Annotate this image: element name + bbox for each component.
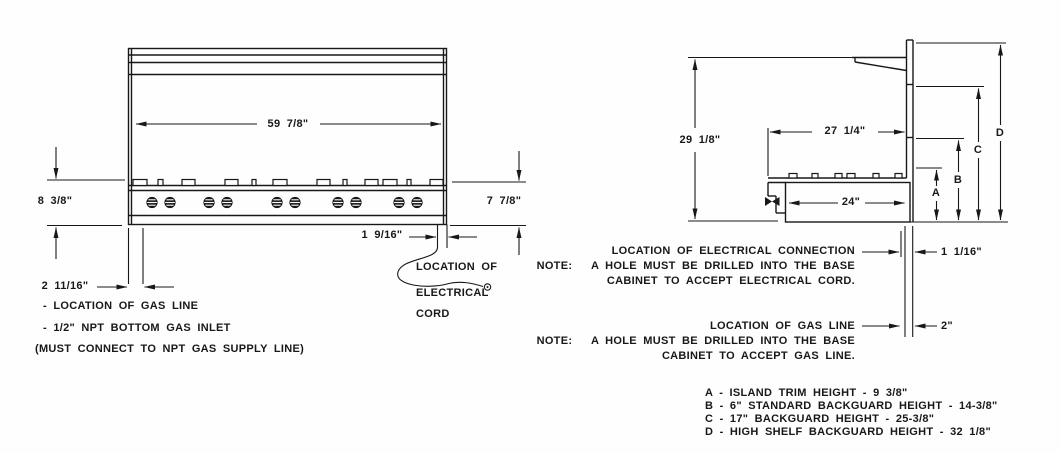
legend-line-b: B - 6" STANDARD BACKGUARD HEIGHT - 14-3/… bbox=[705, 400, 998, 412]
elec-note-line-1: LOCATION OF ELECTRICAL CONNECTION bbox=[611, 245, 855, 257]
cord-label-line-2: ELECTRICAL bbox=[416, 287, 489, 299]
legend-line-a: A - ISLAND TRIM HEIGHT - 9 3/8" bbox=[705, 387, 908, 399]
dim-front-width: 59 7/8" bbox=[267, 118, 309, 130]
utility-line-marks bbox=[862, 226, 937, 337]
dim-right-height-lines bbox=[450, 151, 526, 255]
dim-left-height-lines bbox=[47, 147, 125, 259]
elec-note-line-3: CABINET TO ACCEPT ELECTRICAL CORD. bbox=[606, 275, 855, 287]
burner-knob bbox=[163, 196, 177, 209]
side-view bbox=[688, 39, 1008, 337]
dim-overall-height-lines bbox=[688, 56, 852, 222]
dim-gas-offset: 2 11/16" bbox=[41, 280, 89, 292]
dim-back-width: 27 1/4" bbox=[824, 125, 866, 137]
electrical-cord bbox=[397, 224, 492, 291]
ref-label-a: A bbox=[931, 187, 941, 199]
gas-note-line-2: - 1/2" NPT BOTTOM GAS INLET bbox=[43, 322, 231, 334]
burner-knob bbox=[331, 196, 345, 209]
cord-plug-icon bbox=[483, 283, 492, 291]
gas-note-line-3: (MUST CONNECT TO NPT GAS SUPPLY LINE) bbox=[35, 343, 305, 355]
burner-knob bbox=[270, 196, 284, 209]
dim-right-height: 7 7/8" bbox=[486, 195, 522, 207]
high-shelf bbox=[852, 56, 907, 72]
cord-label-line-3: CORD bbox=[416, 308, 450, 320]
dim-base-depth: 24" bbox=[841, 196, 861, 208]
gas-note-side-line-1: LOCATION OF GAS LINE bbox=[710, 320, 855, 332]
ref-label-d: D bbox=[995, 127, 1005, 139]
burner-knob bbox=[410, 196, 424, 209]
dim-elec-offset: 1 1/16" bbox=[941, 246, 982, 258]
dim-back-width-lines bbox=[767, 128, 905, 176]
dim-left-height: 8 3/8" bbox=[37, 195, 73, 207]
burner-knob bbox=[349, 196, 363, 209]
gas-note-side-line-2: NOTE: A HOLE MUST BE DRILLED INTO THE BA… bbox=[536, 335, 855, 347]
range-front-outline bbox=[127, 47, 448, 226]
ref-dimension-lines bbox=[910, 42, 1008, 223]
legend-line-d: D - HIGH SHELF BACKGUARD HEIGHT - 32 1/8… bbox=[705, 426, 991, 438]
dim-overall-height: 29 1/8" bbox=[679, 134, 721, 146]
cord-squiggle bbox=[397, 247, 484, 288]
range-side-body bbox=[765, 181, 911, 223]
burner-knob bbox=[392, 196, 406, 209]
dim-cord-offset: 1 9/16" bbox=[361, 229, 403, 241]
gas-note-line-1: - LOCATION OF GAS LINE bbox=[43, 300, 199, 312]
ref-label-c: C bbox=[973, 144, 983, 156]
burner-knobs bbox=[145, 196, 424, 209]
front-view bbox=[47, 47, 526, 291]
grate-feet-front bbox=[132, 178, 444, 187]
backguard-panel bbox=[905, 39, 914, 222]
burner-knob bbox=[288, 196, 302, 209]
gas-valve-icon bbox=[765, 197, 780, 206]
gas-line-marks bbox=[97, 228, 174, 290]
ref-label-b: B bbox=[953, 174, 963, 186]
burner-knob bbox=[202, 196, 216, 209]
gas-note-side-line-3: CABINET TO ACCEPT GAS LINE. bbox=[661, 350, 855, 362]
legend-line-c: C - 17" BACKGUARD HEIGHT - 25-3/8" bbox=[705, 413, 935, 425]
burner-knob bbox=[220, 196, 234, 209]
elec-note-line-2: NOTE: A HOLE MUST BE DRILLED INTO THE BA… bbox=[536, 260, 855, 272]
dim-gas-offset-side: 2" bbox=[941, 320, 953, 332]
cooktop-profile bbox=[768, 172, 907, 179]
cord-label-line-1: LOCATION OF bbox=[416, 261, 498, 273]
burner-knob bbox=[145, 196, 159, 209]
